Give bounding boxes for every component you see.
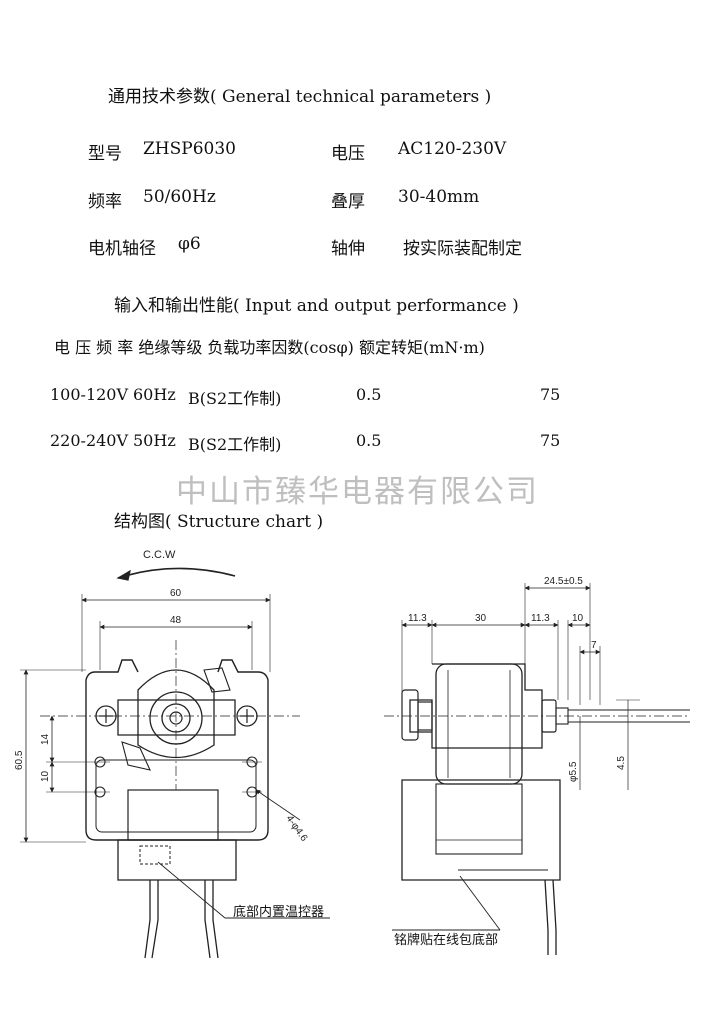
io-performance-title: 输入和输出性能( Input and output performance ) [114,296,519,316]
dim-10: 10 [40,770,51,782]
dim-holes: 4-φ4.6 [284,813,310,844]
shaft-diameter-value: φ6 [178,234,201,254]
voltage-label: 电压 [331,144,365,164]
dim-60: 60 [170,588,182,599]
dim-11-3-left: 11.3 [408,613,427,624]
dim-14: 14 [40,733,51,745]
dim-4-5: 4.5 [616,756,627,770]
shaft-extension-value: 按实际装配制定 [403,239,522,259]
shaft-extension-label: 轴伸 [331,239,365,259]
dim-10-right: 10 [572,613,584,624]
row-torque: 75 [540,385,561,404]
row-power-factor: 0.5 [356,431,382,450]
dim-7: 7 [591,640,597,651]
company-watermark: 中山市臻华电器有限公司 [176,474,539,510]
row-insulation: B(S2工作制) [188,389,282,408]
dim-60-5: 60.5 [14,750,25,770]
structure-chart-title: 结构图( Structure chart ) [114,512,324,532]
stack-label: 叠厚 [331,192,365,212]
model-value: ZHSP6030 [143,139,236,159]
stack-value: 30-40mm [398,187,480,207]
row-frequency: 60Hz [133,385,176,404]
table-header: 电 压 频 率 绝缘等级 负载功率因数(cosφ) 额定转矩(mN·m) [54,338,485,357]
row-power-factor: 0.5 [356,385,382,404]
shaft-diameter-label: 电机轴径 [88,239,156,259]
row-insulation: B(S2工作制) [188,435,282,454]
row-frequency: 50Hz [133,431,176,450]
row-voltage: 100-120V [50,385,129,404]
rotation-label: C.C.W [143,549,176,561]
frequency-value: 50/60Hz [143,187,216,207]
dim-48: 48 [170,615,182,626]
frequency-label: 频率 [88,192,122,212]
rotation-arrow [117,567,236,579]
model-label: 型号 [88,144,122,164]
thermostat-note: 底部内置温控器 [233,904,324,920]
nameplate-note: 铭牌贴在线包底部 [394,932,498,948]
voltage-value: AC120-230V [398,139,507,159]
general-params-title: 通用技术参数( General technical parameters ) [108,87,492,107]
dim-5-5: φ5.5 [568,761,579,782]
row-voltage: 220-240V [50,431,129,450]
dim-30: 30 [475,613,487,624]
row-torque: 75 [540,431,561,450]
dim-24-5: 24.5±0.5 [544,576,583,587]
dim-11-3-right: 11.3 [531,613,550,624]
